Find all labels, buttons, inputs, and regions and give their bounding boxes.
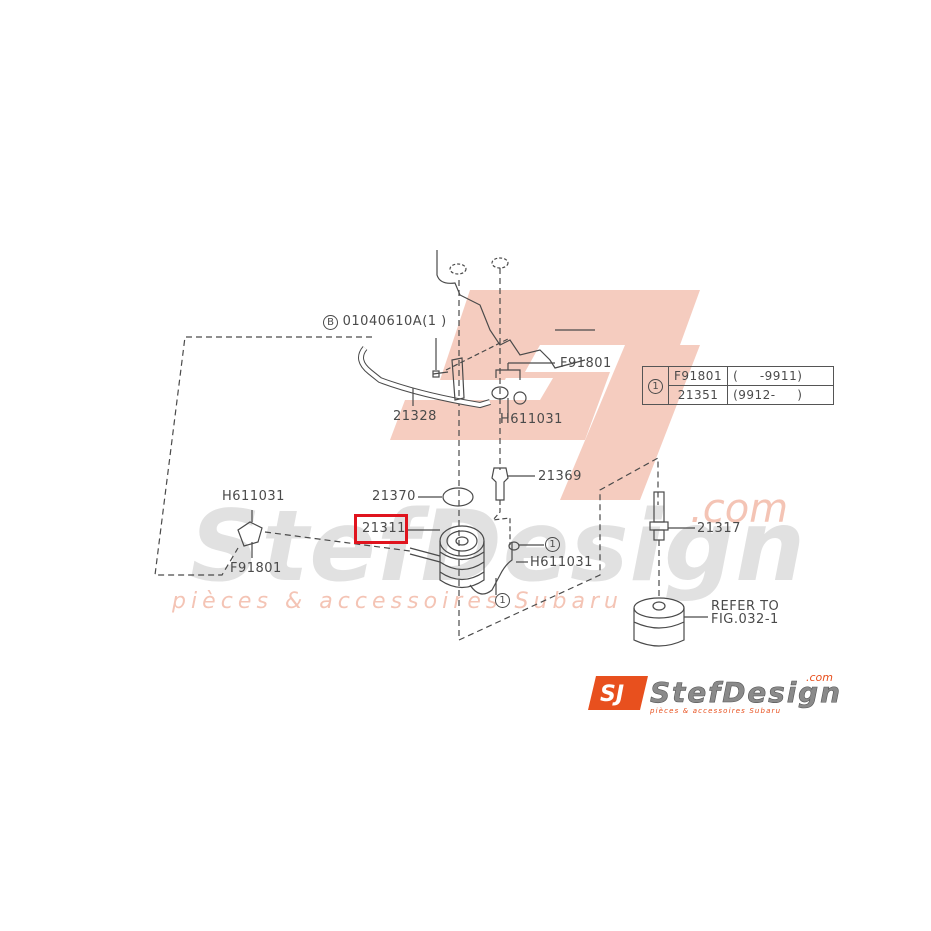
bolt-circle-marker: B (323, 315, 338, 330)
ref-circle-bottom: 1 (495, 593, 510, 608)
label-h611031-right: H611031 (530, 555, 593, 570)
svg-text:StefDesign: StefDesign (650, 676, 840, 709)
label-21369: 21369 (538, 469, 582, 484)
highlight-box (354, 514, 408, 544)
table-row: 21351 (9912- ) (643, 385, 835, 405)
svg-text:.com: .com (806, 671, 833, 684)
refer-to-line1: REFER TO (711, 599, 780, 614)
refer-to-line2: FIG.032-1 (711, 612, 779, 627)
table-row: 1 F91801 ( -9911) (642, 366, 835, 405)
table-marker: 1 (642, 366, 669, 405)
svg-text:pièces & accessoires Subaru: pièces & accessoires Subaru (649, 707, 781, 715)
ref-circle-right: 1 (545, 537, 560, 552)
svg-text:SJ: SJ (600, 682, 624, 707)
watermark-brand: StefDesign (190, 490, 805, 604)
watermark-domain: .com (690, 486, 788, 532)
stefdesign-logo: SJ StefDesign .com pièces & accessoires … (588, 671, 840, 715)
label-h611031-left: H611031 (222, 489, 285, 504)
label-21317: 21317 (697, 521, 741, 536)
table-cell-range: (9912- ) (727, 385, 835, 405)
label-21370: 21370 (372, 489, 416, 504)
line-art (154, 250, 708, 647)
reference-table: 1 F91801 ( -9911) 21351 (9912- ) (642, 366, 835, 405)
label-21311[interactable]: 21311 (362, 521, 406, 536)
table-cell-part: F91801 (667, 366, 729, 386)
bolt-label: B 01040610A(1 ) (323, 315, 447, 330)
label-f91801-left: F91801 (230, 561, 282, 576)
bolt-part-number: 01040610A(1 ) (342, 314, 447, 329)
logo-sj-mark-icon (588, 676, 648, 710)
table-cell-part: 21351 (667, 385, 729, 405)
label-f91801-upper: F91801 (560, 356, 612, 371)
table-cell-range: ( -9911) (727, 366, 835, 386)
label-h611031-upper: H611031 (500, 412, 563, 427)
label-21328: 21328 (393, 409, 437, 424)
